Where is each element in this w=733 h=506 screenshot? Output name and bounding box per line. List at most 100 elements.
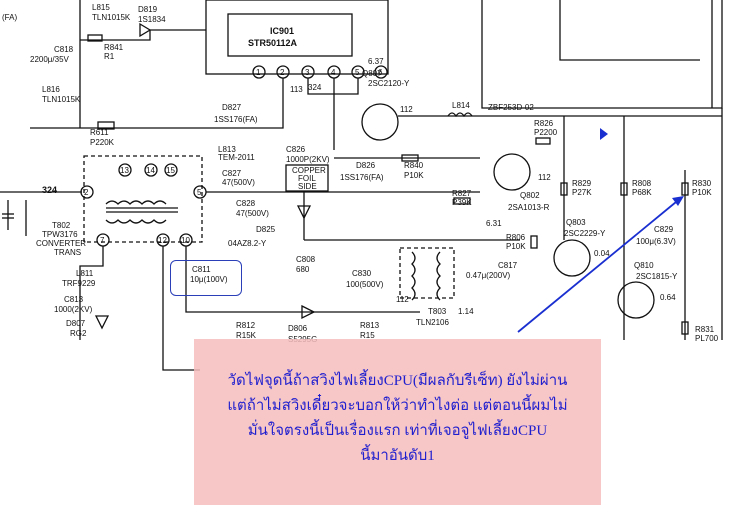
svg-text:6: 6 [378, 68, 383, 77]
c826-label: C826 [286, 145, 306, 154]
node-324b: 324 [42, 185, 57, 195]
node-112b: 112 [538, 173, 551, 182]
node-112: 112 [400, 105, 413, 114]
d826-part: 1SS176(FA) [340, 173, 384, 182]
l816-value: TLN1015K [42, 95, 81, 104]
node-1126: 112 [396, 295, 409, 304]
pointer-arrow [517, 196, 684, 333]
l811-value: TRF9229 [62, 279, 96, 288]
d807-part: RG2 [70, 329, 87, 338]
annotation-box: วัดไฟจุดนี้ถ้าสวิงไฟเลี้ยงCPU(มีผลกับรีเ… [194, 339, 601, 505]
ic901-pins: 1 2 3 4 5 6 [252, 65, 388, 79]
t803-label: T803 [428, 307, 447, 316]
c808-value: 680 [296, 265, 310, 274]
q802-part: 2SA1013-R [508, 203, 550, 212]
node-324a: 324 [308, 83, 322, 92]
l815-label: L815 [92, 3, 110, 12]
t803-outline [399, 247, 455, 299]
l816-label: L816 [42, 85, 60, 94]
r813-label: R813 [360, 321, 380, 330]
t802-label: T802 [52, 221, 71, 230]
node-004: 0.04 [594, 249, 610, 258]
copper-foil-box [285, 164, 329, 192]
annotation-line-4: นี้มาอันดับ1 [360, 448, 435, 464]
c817-value: 0.47μ(200V) [466, 271, 511, 280]
q802-symbol [493, 153, 531, 191]
r841-value: R1 [104, 52, 115, 61]
c827-value: 47(500V) [222, 178, 255, 187]
svg-text:13: 13 [120, 166, 129, 175]
q807-label: Q807 [362, 69, 382, 78]
c827-label: C827 [222, 169, 242, 178]
r840-label: R840 [404, 161, 424, 170]
r812-value: R15K [236, 331, 257, 340]
c829-value: 100μ(6.3V) [636, 237, 676, 246]
r829-label: R829 [572, 179, 592, 188]
r830-value: P10K [692, 188, 712, 197]
r826-label: R826 [534, 119, 554, 128]
t802-part: TPW3176 [42, 230, 78, 239]
svg-text:1: 1 [256, 68, 261, 77]
c818-value: 2200μ/35V [30, 55, 70, 64]
small-marker-icon [600, 128, 608, 140]
ic901-outline [205, 0, 389, 75]
r611-value: P220K [90, 138, 115, 147]
right-frame [481, 0, 723, 109]
t802-outline [83, 155, 203, 243]
r808-label: R808 [632, 179, 652, 188]
d825-part: 04AZ8.2-Y [228, 239, 267, 248]
d827-label: D827 [222, 103, 242, 112]
c826-value: 1000P(2KV) [286, 155, 330, 164]
c811-highlight [170, 260, 242, 296]
c828-value: 47(500V) [236, 209, 269, 218]
svg-text:2: 2 [84, 188, 89, 197]
l813-value: TEM-2011 [218, 153, 255, 162]
q810-symbol [617, 281, 655, 319]
svg-text:7: 7 [100, 236, 105, 245]
l814-label: L814 [452, 101, 470, 110]
q803-part: 2SC2229-Y [564, 229, 606, 238]
node-064: 0.64 [660, 293, 676, 302]
c830-label: C830 [352, 269, 372, 278]
r611-label: R611 [90, 128, 109, 137]
svg-text:5: 5 [197, 188, 202, 197]
d826-label: D826 [356, 161, 376, 170]
node-631: 6.31 [486, 219, 502, 228]
d807-label: D807 [66, 319, 86, 328]
svg-text:15: 15 [166, 166, 175, 175]
zbf-label: ZBF253D-02 [488, 103, 534, 112]
c817-label: C817 [498, 261, 518, 270]
d825-label: D825 [256, 225, 276, 234]
t802-pins: 2 5 7 10 12 13 14 15 [80, 163, 207, 247]
node-113: 113 [290, 85, 303, 94]
q807-symbol [361, 103, 399, 141]
foil-label: FOIL [298, 174, 316, 183]
svg-text:2: 2 [280, 68, 285, 77]
svg-text:4: 4 [331, 68, 336, 77]
d827-part: 1SS176(FA) [214, 115, 258, 124]
ic901-body [227, 13, 353, 57]
r829-value: P27K [572, 188, 592, 197]
q807-part: 2SC2120-Y [368, 79, 410, 88]
q803-symbol [553, 239, 591, 277]
svg-text:12: 12 [158, 236, 167, 245]
annotation-line-1: วัดไฟจุดนี้ถ้าสวิงไฟเลี้ยงCPU(มีผลกับรีเ… [227, 373, 568, 389]
q802-label: Q802 [520, 191, 540, 200]
node-637: 6.37 [368, 57, 384, 66]
c808-label: C808 [296, 255, 316, 264]
c818-label: C818 [54, 45, 74, 54]
ic901-label: IC901 [270, 26, 294, 36]
r831-value: PL700 [695, 334, 719, 343]
q810-part: 2SC1815-Y [636, 272, 678, 281]
c830-value: 100(500V) [346, 280, 384, 289]
d819-part: 1S1834 [138, 15, 166, 24]
svg-text:3: 3 [305, 68, 310, 77]
r808-value: P68K [632, 188, 652, 197]
l815-value: TLN1015K [92, 13, 131, 22]
c829-label: C829 [654, 225, 674, 234]
node-114: 1.14 [458, 307, 474, 316]
d819-label: D819 [138, 5, 158, 14]
r812-label: R812 [236, 321, 256, 330]
c811-value: 10μ(100V) [190, 275, 228, 284]
